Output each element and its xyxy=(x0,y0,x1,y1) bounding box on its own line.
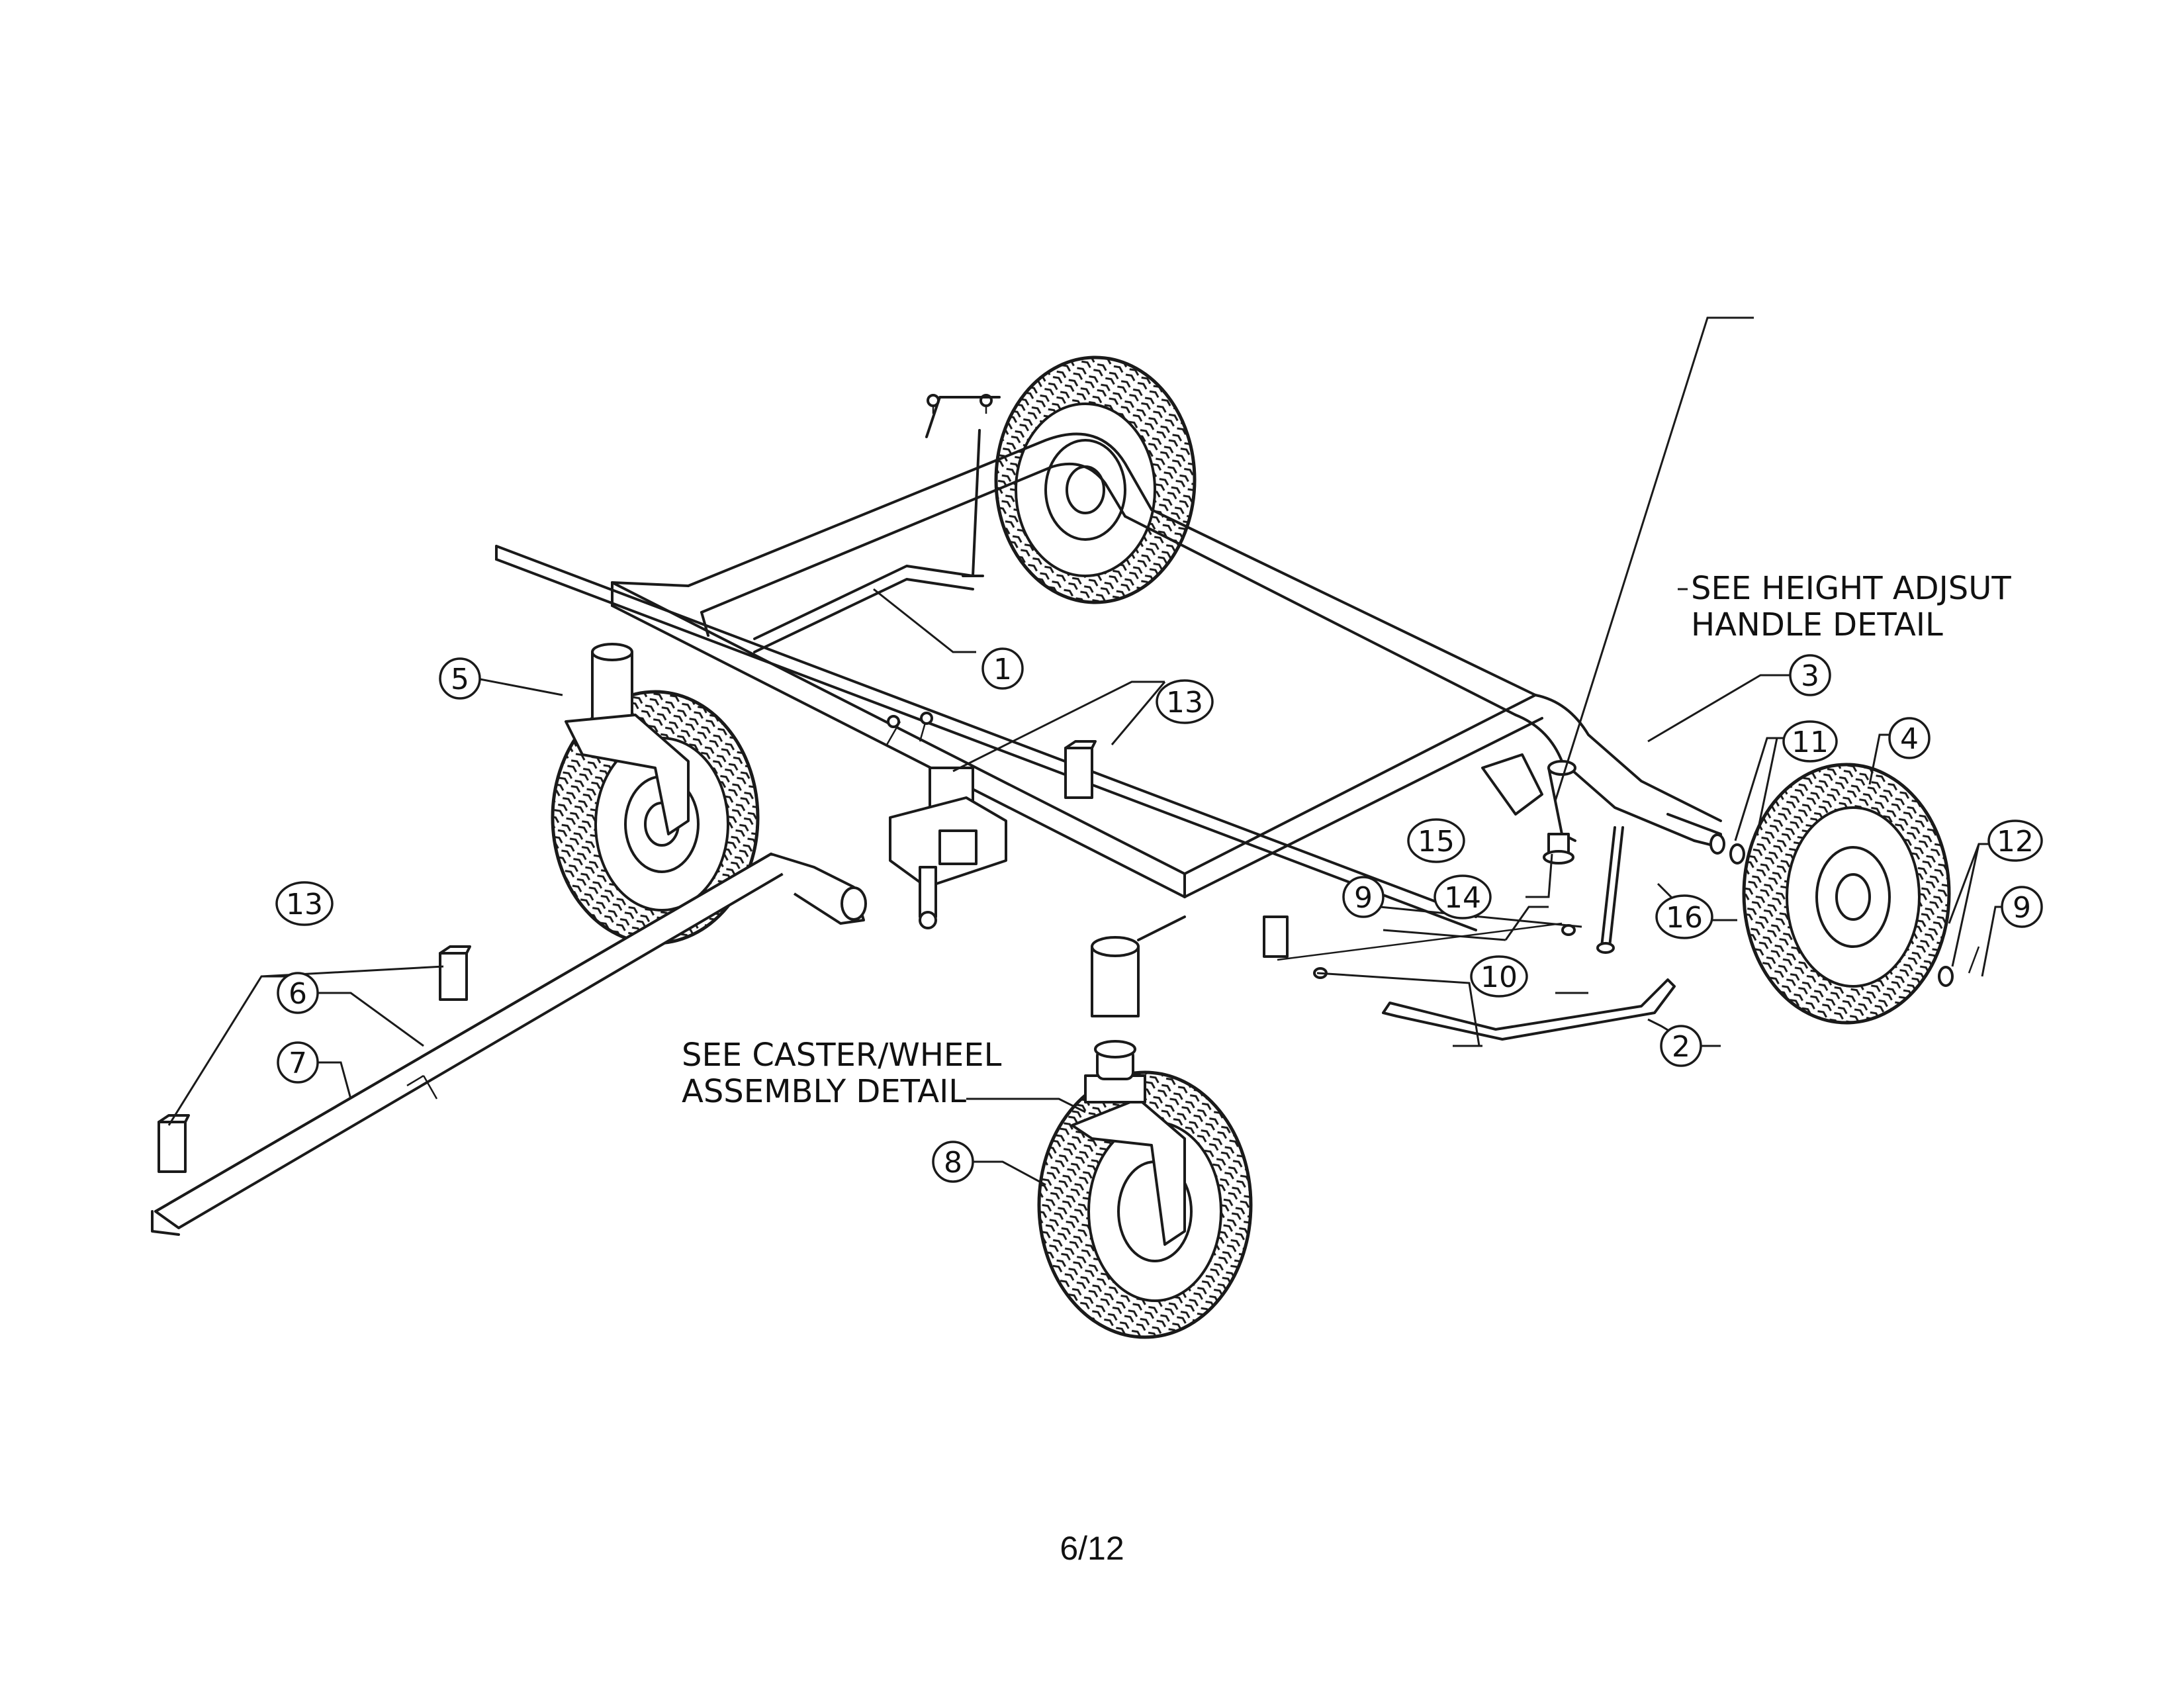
rear-upright-pins xyxy=(925,394,1001,577)
callout-5-label: 5 xyxy=(451,663,469,696)
height-adjust-linkage xyxy=(753,565,974,653)
front-right-post xyxy=(1091,915,1186,1017)
caster-note-line2: ASSEMBLY DETAIL xyxy=(682,1073,966,1110)
front-left-post xyxy=(565,643,690,835)
callout-6-label: 6 xyxy=(289,977,307,1011)
callout-9-right-label: 9 xyxy=(2013,891,2031,925)
callout-3-label: 3 xyxy=(1801,659,1819,693)
callout-11: 11 xyxy=(1782,720,1838,763)
callout-2-label: 2 xyxy=(1672,1030,1690,1064)
hitch-receiver xyxy=(889,767,1007,929)
callout-9-left-label: 9 xyxy=(1354,881,1373,915)
callout-13-center: 13 xyxy=(1156,679,1214,724)
callout-4: 4 xyxy=(1888,717,1931,759)
callout-13-center-label: 13 xyxy=(1166,686,1203,720)
callout-14-label: 14 xyxy=(1444,881,1481,915)
callout-1: 1 xyxy=(981,647,1024,690)
callout-9-right: 9 xyxy=(2001,886,2043,928)
hitch-pins-small xyxy=(158,740,1097,1173)
callout-5: 5 xyxy=(439,657,481,700)
caster-wheel-assembly xyxy=(1037,1040,1253,1339)
callout-8-label: 8 xyxy=(944,1146,962,1180)
callout-15-label: 15 xyxy=(1418,825,1455,859)
callout-4-label: 4 xyxy=(1900,722,1919,756)
callout-14: 14 xyxy=(1433,874,1492,919)
front-upright-pins xyxy=(886,712,933,745)
callout-10-label: 10 xyxy=(1480,961,1518,994)
callout-12-label: 12 xyxy=(1997,825,2034,859)
callout-12: 12 xyxy=(1987,820,2043,862)
main-frame xyxy=(495,432,1722,931)
height-adjust-handle-bracket xyxy=(1263,753,1624,958)
callout-16: 16 xyxy=(1655,894,1713,939)
callout-11-label: 11 xyxy=(1792,726,1829,759)
tongue xyxy=(151,853,867,1236)
callout-13-left-label: 13 xyxy=(286,888,323,921)
caster-note-line1: SEE CASTER/WHEEL xyxy=(682,1037,1002,1074)
callout-2: 2 xyxy=(1660,1025,1702,1067)
rear-left-wheel xyxy=(994,355,1197,604)
callout-15: 15 xyxy=(1407,818,1465,863)
page-number: 6/12 xyxy=(1060,1530,1124,1567)
axle-bar xyxy=(1382,978,1676,1041)
callout-3: 3 xyxy=(1789,654,1831,696)
callout-7-label: 7 xyxy=(289,1047,307,1080)
callout-10: 10 xyxy=(1470,955,1528,998)
callout-1-label: 1 xyxy=(993,653,1012,686)
height-adjust-note-line1: SEE HEIGHT ADJSUT xyxy=(1691,570,2011,607)
callout-9-left: 9 xyxy=(1342,876,1385,918)
caster-assembly-note: SEE CASTER/WHEEL ASSEMBLY DETAIL xyxy=(682,1037,1002,1110)
callout-7: 7 xyxy=(277,1041,319,1084)
height-adjust-note-line2: HANDLE DETAIL xyxy=(1691,606,1943,643)
callout-6: 6 xyxy=(277,972,319,1014)
rear-right-wheel xyxy=(1742,763,1951,1025)
height-adjust-note: SEE HEIGHT ADJSUT HANDLE DETAIL xyxy=(1678,570,2011,643)
callout-16-label: 16 xyxy=(1666,901,1703,935)
callout-8: 8 xyxy=(932,1141,974,1183)
callout-13-left: 13 xyxy=(275,881,334,926)
